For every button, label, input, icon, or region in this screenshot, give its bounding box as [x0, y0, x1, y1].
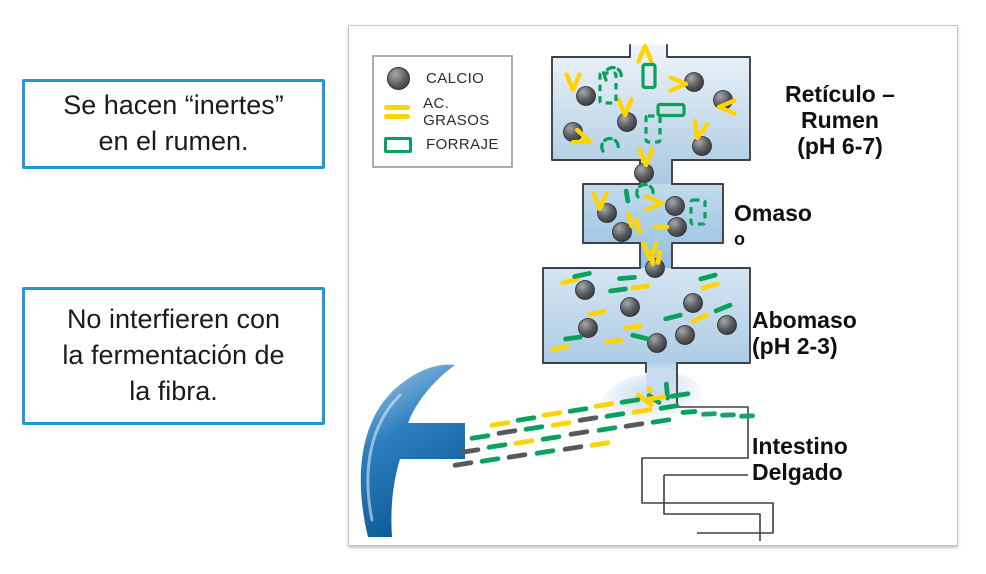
legend: CALCIO AC. GRASOS FORRAJE: [372, 55, 513, 168]
note-box-fermentacion: No interfieren con la fermentación de la…: [22, 287, 325, 425]
label-line: (pH 2-3): [752, 332, 838, 359]
legend-label: CALCIO: [426, 70, 485, 87]
flow-arrow: [360, 364, 465, 537]
note-line: la fermentación de: [62, 340, 285, 371]
note-line: la fibra.: [129, 375, 218, 406]
note-line: en el rumen.: [98, 126, 249, 156]
label-line: Omaso: [734, 200, 812, 226]
label-line: Rumen: [801, 106, 879, 133]
label-line: Retículo –: [785, 81, 895, 107]
note-line: No interfieren con: [66, 304, 281, 335]
abomaso-outline-right: [671, 267, 751, 408]
abomaso-label: Abomaso (pH 2-3): [752, 307, 857, 359]
rumen-outline-right: [666, 44, 751, 185]
note-line: Se hacen “inertes”: [63, 90, 284, 121]
calcium-circle-icon: [383, 67, 413, 90]
omaso-outline-left: [582, 183, 641, 269]
note-box-inertes: Se hacen “inertes” en el rumen.: [22, 79, 325, 169]
label-line: Delgado: [752, 458, 843, 485]
fatty-acids-bars-icon: [383, 104, 410, 119]
label-sub: o: [734, 228, 745, 249]
label-line: Abomaso: [752, 307, 857, 333]
legend-label: FORRAJE: [426, 136, 499, 153]
legend-item-calcio: CALCIO: [383, 62, 511, 95]
legend-item-forraje: FORRAJE: [383, 128, 511, 161]
abomaso-outline-left: [542, 267, 647, 373]
omaso-label: Omaso o: [734, 200, 812, 249]
intestino-label: Intestino Delgado: [752, 433, 848, 485]
legend-item-grasos: AC. GRASOS: [383, 94, 511, 129]
label-line: (pH 6-7): [797, 132, 883, 159]
label-line: Intestino: [752, 433, 848, 459]
particles-layer: [452, 43, 755, 468]
legend-label: AC. GRASOS: [423, 94, 490, 129]
omaso-outline-right: [671, 183, 724, 269]
forage-rect-icon: [383, 136, 413, 153]
rumen-label: Retículo – Rumen (pH 6-7): [766, 81, 914, 159]
